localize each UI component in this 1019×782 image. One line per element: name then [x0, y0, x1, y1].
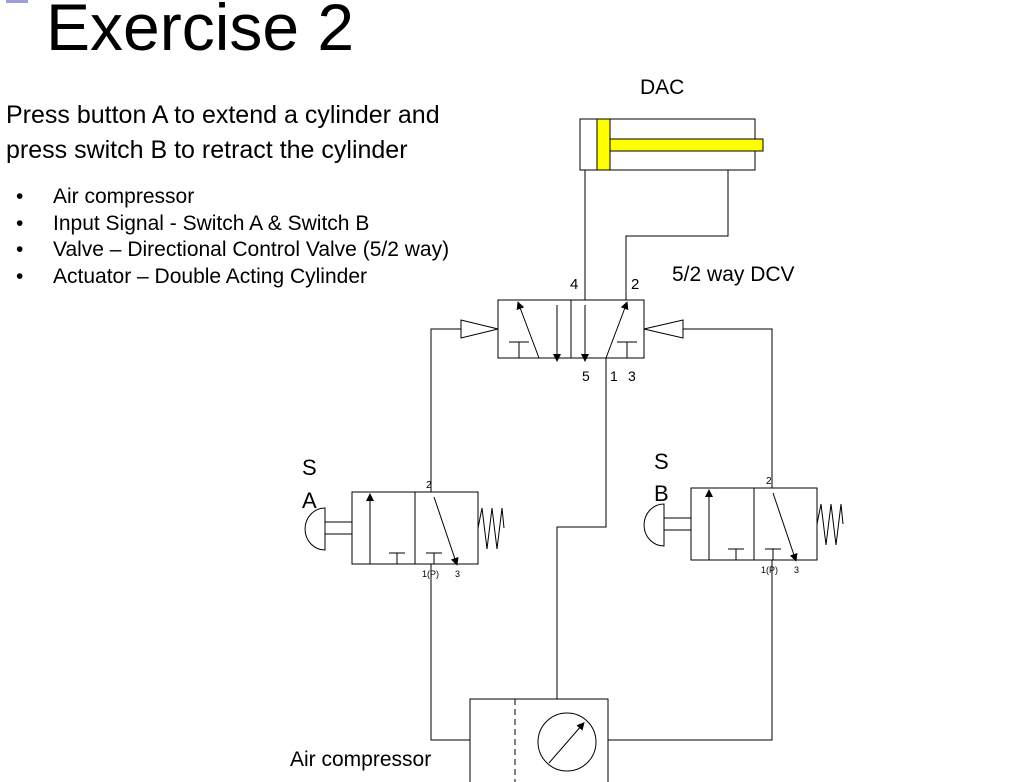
pilot-line-b: [683, 328, 773, 488]
switch-b-port-3: 3: [794, 565, 799, 575]
dcv-valve: [460, 299, 684, 362]
cylinder-piston: [596, 118, 611, 171]
compressor-feed-lines: [430, 560, 773, 741]
gauge-needle-icon: [548, 721, 585, 764]
line-port-2: [625, 170, 729, 300]
double-acting-cylinder: [579, 118, 764, 171]
switch-b-port-1p: 1(P): [761, 565, 778, 575]
switch-a-stem: [324, 521, 353, 535]
bullet-item: Input Signal - Switch A & Switch B: [16, 211, 449, 238]
spring-icon: [816, 503, 844, 546]
dcv-port-4: 4: [570, 276, 578, 293]
switch-b-label-s: S: [654, 449, 669, 474]
pilot-line-a: [430, 328, 461, 492]
switch-a-label-s: S: [302, 455, 317, 480]
supply-line: [556, 358, 607, 699]
push-button-icon: [643, 503, 665, 547]
switch-b-port-2: 2: [766, 476, 772, 487]
intro-line: press switch B to retract the cylinder: [6, 136, 408, 164]
dcv-pilot-left: [460, 319, 499, 339]
dcv-port-1: 1: [610, 368, 618, 384]
bullet-item: Valve – Directional Control Valve (5/2 w…: [16, 237, 449, 264]
pilot-lines: [430, 328, 773, 492]
switch-a-valve: [304, 491, 505, 566]
cylinder-rod: [609, 138, 764, 152]
feed-line-b: [608, 560, 773, 741]
slide-corner-mark: [6, 0, 28, 3]
switch-b-label-b: B: [654, 481, 669, 506]
intro-line: Press button A to extend a cylinder and: [6, 101, 440, 129]
switch-b-valve: [643, 487, 844, 562]
cylinder-label: DAC: [640, 76, 684, 99]
pressure-gauge-icon: [537, 712, 597, 772]
switch-a-port-3: 3: [455, 569, 460, 579]
switch-a-flow-arrow: [433, 496, 459, 566]
spring-icon: [477, 507, 505, 550]
bullet-list: Air compressor Input Signal - Switch A &…: [16, 184, 449, 290]
switch-a-port-2: 2: [426, 480, 432, 491]
feed-line-a: [430, 564, 470, 741]
dcv-port-3: 3: [628, 368, 636, 384]
compressor-body: [469, 698, 609, 782]
bullet-item: Actuator – Double Acting Cylinder: [16, 264, 449, 291]
dcv-port-2: 2: [631, 276, 639, 293]
push-button-icon: [304, 507, 326, 551]
air-compressor-unit: [469, 698, 609, 782]
bullet-item: Air compressor: [16, 184, 449, 211]
dcv-pilot-right: [643, 319, 684, 339]
dcv-label: 5/2 way DCV: [672, 263, 795, 286]
switch-a-label-a: A: [302, 488, 317, 513]
dcv-flow-arrow: [605, 301, 629, 359]
cylinder-lines: [584, 170, 729, 300]
switch-b-flow-arrow: [772, 492, 798, 562]
switch-b-stem: [663, 517, 692, 531]
compressor-label: Air compressor: [290, 748, 431, 771]
intro-text: Press button A to extend a cylinder and …: [6, 98, 440, 168]
slide-title: Exercise 2: [46, 0, 355, 64]
dcv-flow-arrow: [516, 301, 540, 359]
dcv-port-5: 5: [582, 368, 590, 384]
